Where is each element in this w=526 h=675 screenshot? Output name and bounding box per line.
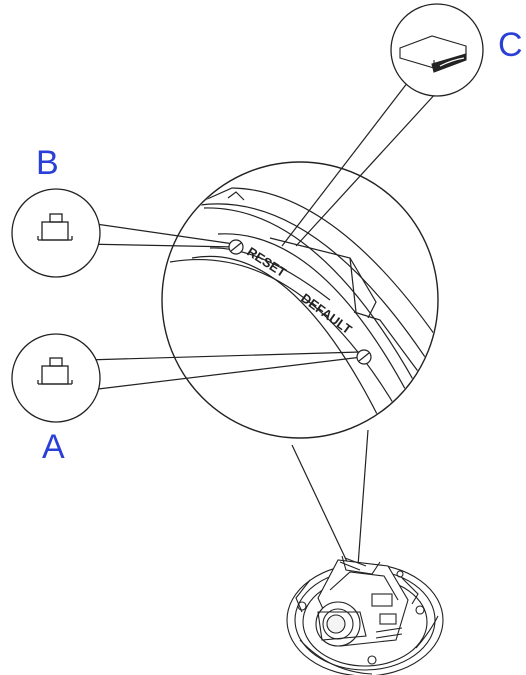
lens-holder [317,611,367,641]
sd-slot [269,237,377,319]
screw-hole-2 [415,605,425,615]
pcb-component-2 [379,613,397,625]
leader-a-2 [89,356,363,391]
dome-camera [286,555,444,675]
mount-arm-right [401,577,419,605]
housing-band-deep [191,255,381,421]
callout-c [390,3,484,97]
leader-c-2 [295,91,438,247]
housing-band-outer [199,203,437,381]
leader-a-1 [85,351,361,361]
leader-b-2 [81,243,237,248]
pcb-component-1 [371,593,393,607]
leader-big-2 [357,429,369,567]
microsd-card-icon [399,35,467,73]
label-b: B [36,144,59,182]
leader-lines [81,81,438,569]
lens-inner [326,614,346,634]
inner-rim [209,247,331,301]
screw-hole-3 [367,655,377,665]
leader-b-1 [81,221,235,245]
label-a: A [42,428,65,466]
leader-big-1 [291,444,351,569]
ribbon-cable [339,561,361,571]
slot-divider [349,257,357,313]
callout-circle-a [11,333,101,423]
callout-a [11,333,101,423]
callout-circle-b [11,188,101,278]
housing-band-inner [169,258,403,419]
housing-band-4 [217,233,411,399]
housing-band-2 [204,187,437,361]
label-c: C [498,26,523,64]
base-lip-right [415,615,439,649]
magnified-circle [161,161,439,439]
bracket-top [329,571,399,601]
base-lip [299,639,373,675]
housing-tab [227,191,245,201]
screw-hole-1 [297,601,307,611]
leader-c-1 [281,81,409,247]
callout-b [11,188,101,278]
magnified-view: RESET DEFAULT [161,161,439,439]
housing-band-3 [203,207,421,393]
reset-button-icon [37,213,73,241]
bracket-clip [341,555,381,575]
screw-hole-4 [396,570,404,578]
default-button-icon [37,357,73,385]
mount-arm-left [295,579,311,613]
slot-edge [353,311,421,375]
